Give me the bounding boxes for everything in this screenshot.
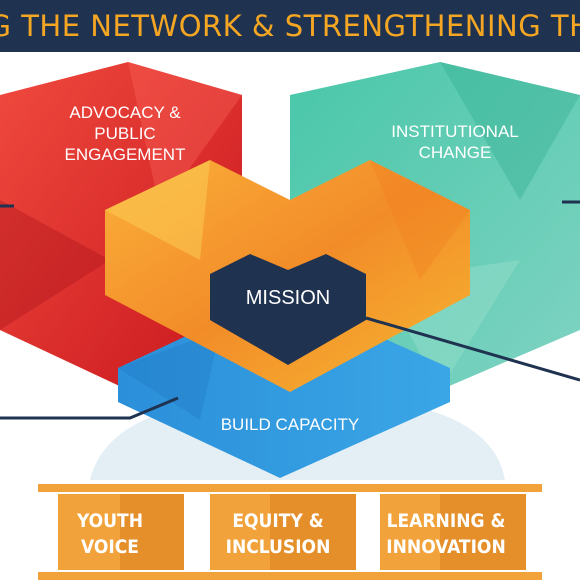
- pillar-equity-inclusion: EQUITY & INCLUSION: [210, 494, 356, 570]
- pillar-youth-voice-line-2: VOICE: [81, 536, 139, 558]
- advocacy-label-line-3: ENGAGEMENT: [65, 145, 186, 164]
- pillars-bottom-beam: [38, 572, 542, 580]
- connector-left-bottom: [0, 396, 179, 420]
- pillar-learning-innovation-line-1: LEARNING &: [387, 510, 506, 532]
- banner-title: G THE NETWORK & STRENGTHENING TH: [0, 9, 580, 43]
- pillar-equity-inclusion-line-1: EQUITY &: [232, 510, 323, 532]
- pillar-learning-innovation: LEARNING & INNOVATION: [380, 494, 526, 570]
- advocacy-label-line-2: PUBLIC: [94, 124, 155, 143]
- build-capacity-label: BUILD CAPACITY: [221, 415, 360, 434]
- mission-label: MISSION: [246, 287, 330, 309]
- mission-shape: [210, 254, 366, 365]
- pillars-top-beam: [38, 484, 542, 492]
- pillar-youth-voice-line-1: YOUTH: [76, 510, 143, 532]
- connector-mission-right: [365, 316, 580, 382]
- institutional-label-line-2: CHANGE: [419, 143, 492, 162]
- advocacy-label-line-1: ADVOCACY &: [69, 103, 181, 122]
- pillar-youth-voice: YOUTH VOICE: [58, 494, 184, 570]
- institutional-label-line-1: INSTITUTIONAL: [391, 122, 519, 141]
- pillar-equity-inclusion-line-2: INCLUSION: [226, 536, 331, 558]
- banner: G THE NETWORK & STRENGTHENING TH: [0, 0, 580, 52]
- pillar-learning-innovation-line-2: INNOVATION: [386, 536, 506, 558]
